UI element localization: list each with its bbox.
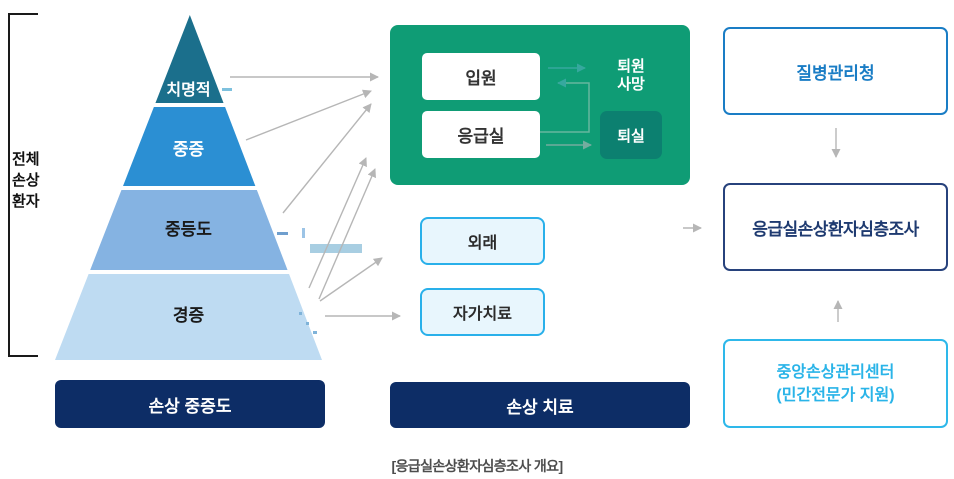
artifact-dot2 [306, 322, 309, 325]
bracket-line-3: 환자 [12, 193, 40, 210]
death-line: 사망 [617, 76, 645, 93]
artifact-dot3 [313, 331, 317, 334]
severity-pyramid: 치명적 중증 중등도 경증 [55, 15, 322, 360]
selfcare-box: 자가치료 [420, 288, 545, 336]
emergency-room-box: 응급실 [422, 111, 540, 158]
arrow-severe-to-panel [245, 89, 372, 141]
artifact-dash2 [222, 88, 232, 91]
outpatient-box: 외래 [420, 217, 545, 265]
artifact-dash [277, 232, 288, 235]
arrow-mild-to-outpatient [319, 257, 383, 302]
arrow-mild-to-er-2 [318, 168, 376, 300]
hospital-care-panel: 입원 응급실 퇴원 사망 퇴실 [390, 25, 690, 185]
total-patients-label: 전체 손상 환자 [12, 149, 52, 212]
artifact-tick [302, 228, 305, 238]
pyramid-label-fatal: 치명적 [166, 82, 211, 99]
arrow-moderate-to-panel [282, 103, 372, 214]
kdca-label: 질병관리청 [796, 63, 875, 83]
inpatient-box: 입원 [422, 53, 540, 100]
central-injury-center-line2: (민간전문가 지원) [776, 386, 895, 404]
pyramid-label-moderate: 중등도 [165, 220, 212, 239]
bracket-line-1: 전체 [12, 151, 40, 168]
pyramid-label-severe: 중증 [172, 140, 205, 159]
central-injury-center-line1: 중앙손상관리센터 [776, 363, 895, 381]
injury-treatment-bar: 손상 치료 [390, 382, 690, 428]
arrow-mild-to-er-1 [308, 157, 367, 289]
er-injury-survey-box: 응급실손상환자심층조사 [723, 183, 948, 271]
pyramid-band-mild [55, 274, 322, 360]
er-injury-survey-label: 응급실손상환자심층조사 [752, 219, 919, 239]
kdca-box: 질병관리청 [723, 27, 948, 115]
discharge-death-label: 퇴원 사망 [600, 58, 662, 94]
artifact-rect [310, 244, 362, 253]
injury-severity-bar: 손상 중증도 [55, 380, 325, 428]
artifact-dot1 [299, 312, 302, 315]
discharge-line: 퇴원 [617, 58, 645, 75]
bracket-line-2: 손상 [12, 172, 40, 189]
exit-box: 퇴실 [600, 111, 662, 159]
central-injury-center-box: 중앙손상관리센터 (민간전문가 지원) [723, 339, 948, 428]
total-patients-bracket [8, 13, 38, 357]
pyramid-label-mild: 경증 [172, 306, 205, 325]
diagram-caption: [응급실손상환자심층조사 개요] [391, 458, 563, 474]
